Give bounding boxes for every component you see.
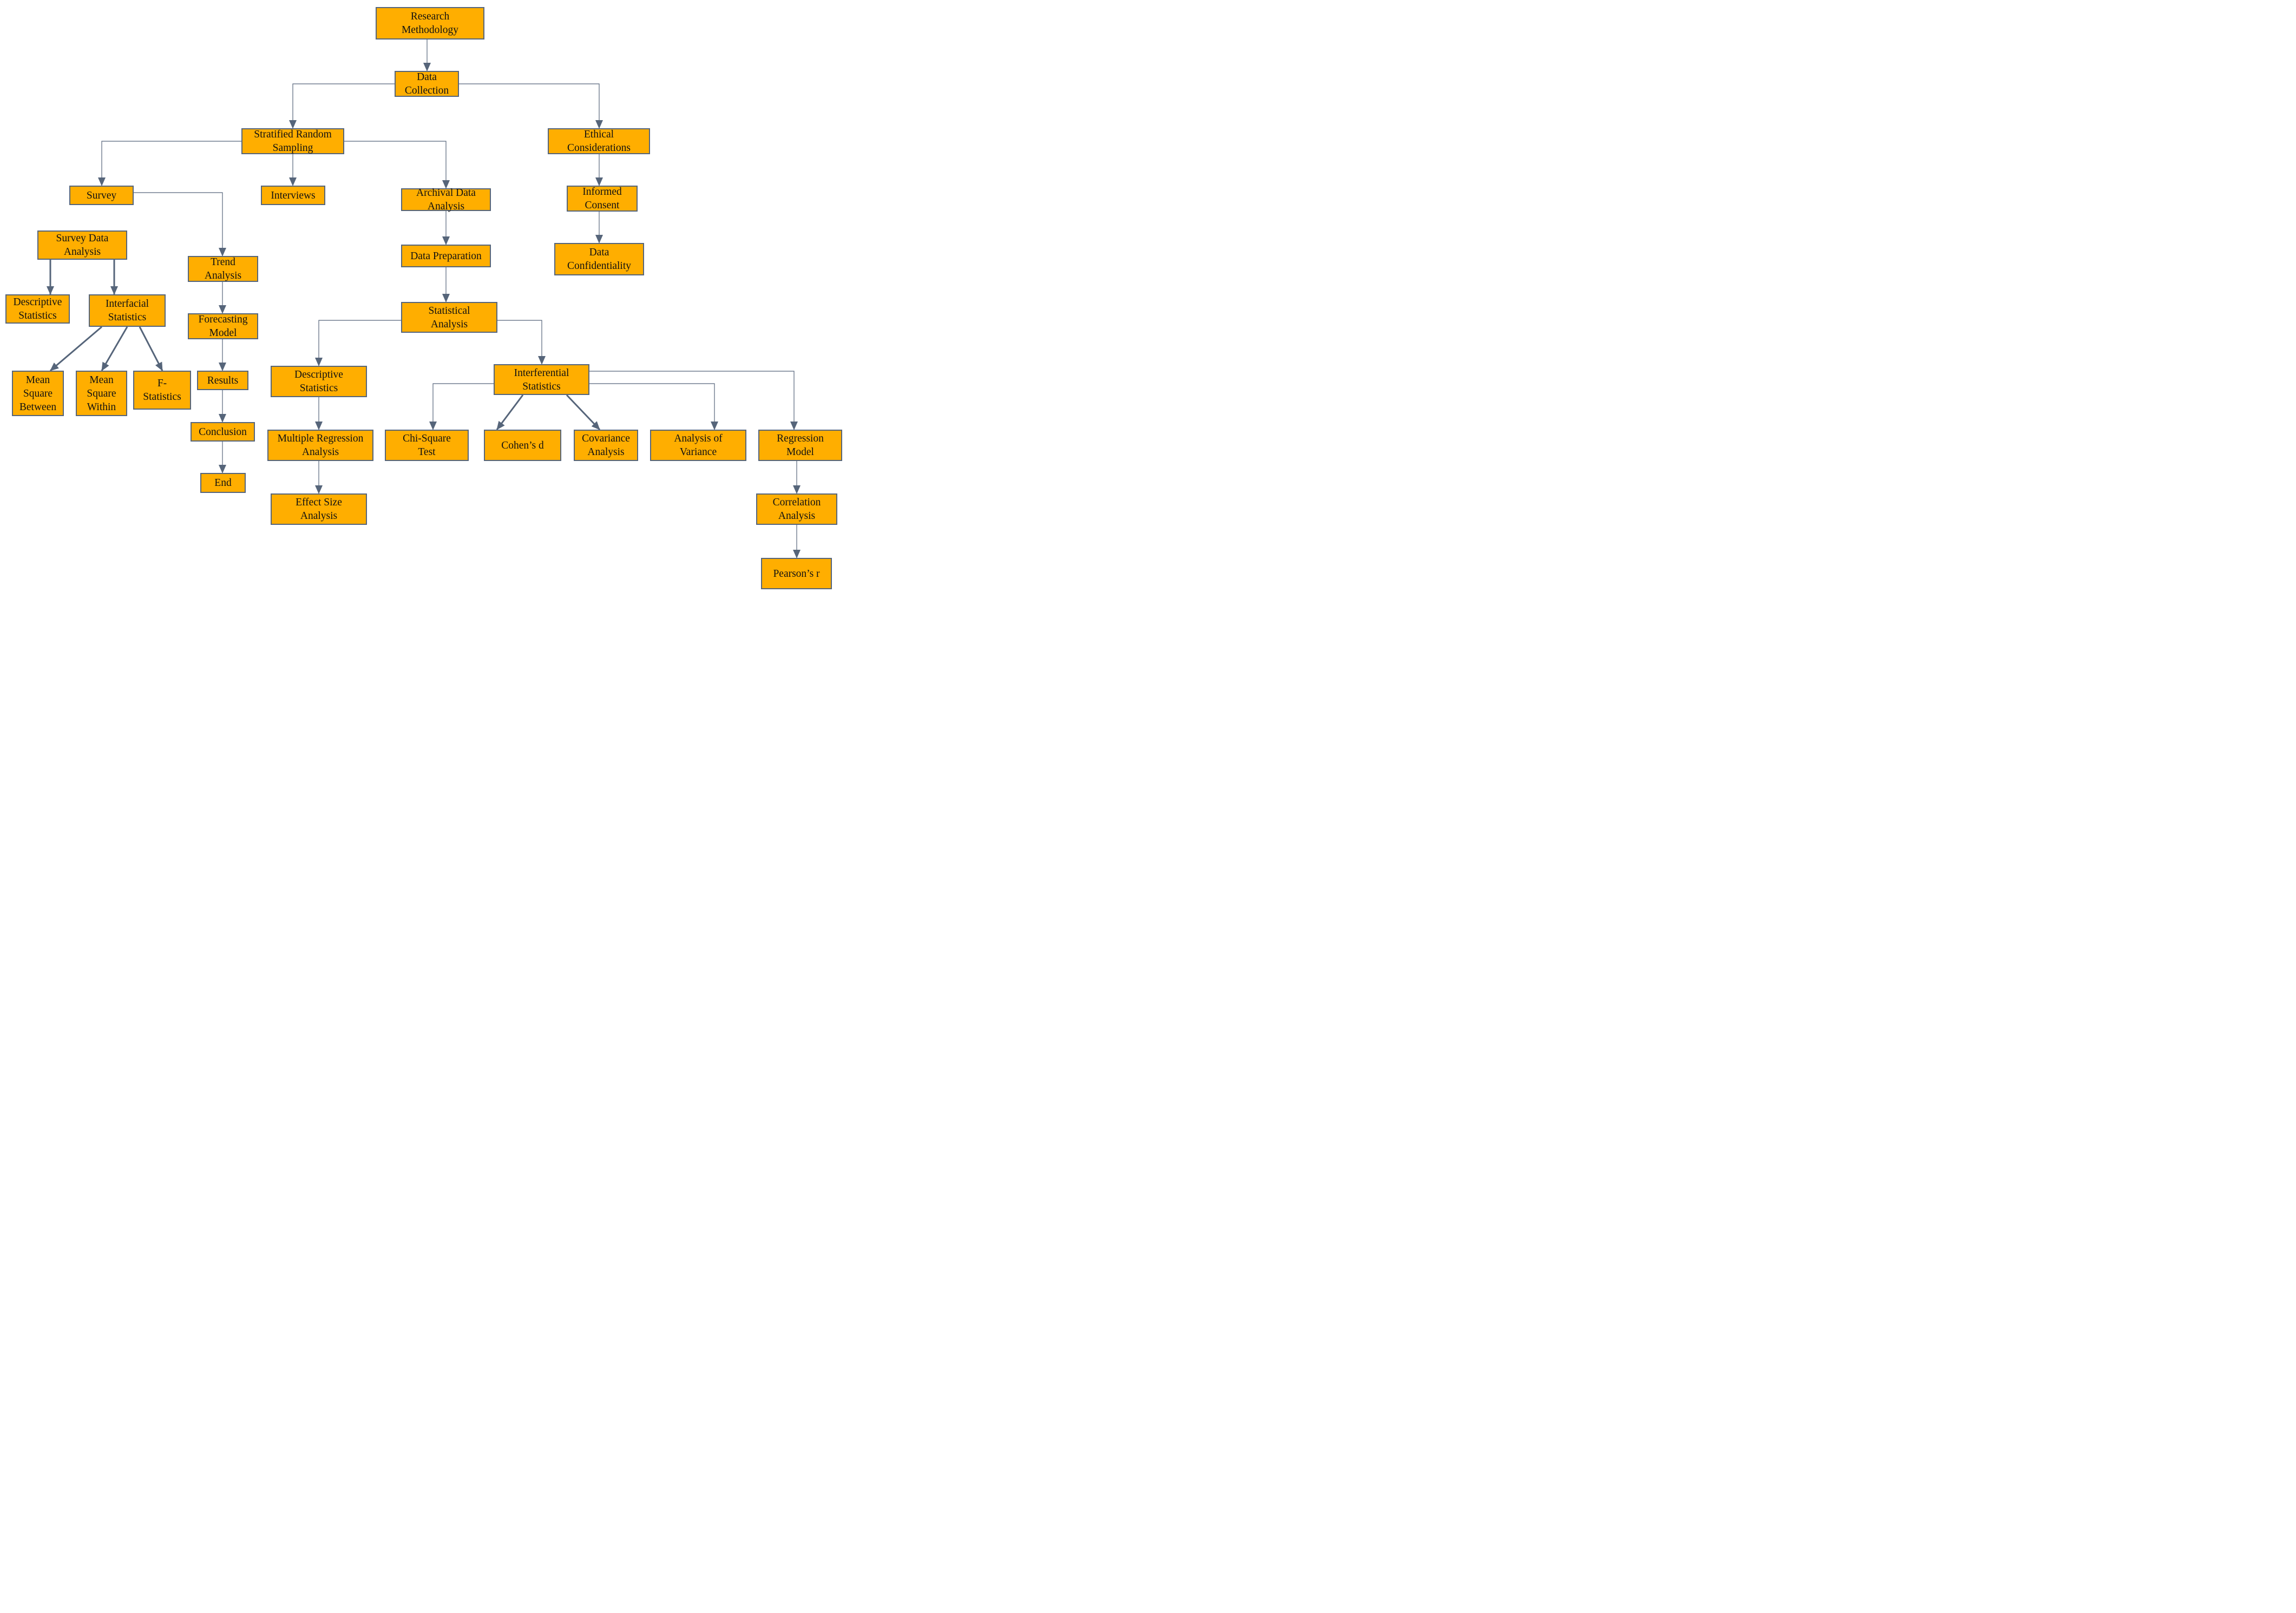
node-effect-size-analysis: Effect Size Analysis bbox=[271, 493, 367, 525]
node-mean-square-between: Mean Square Between bbox=[12, 371, 64, 416]
node-pearsons-r: Pearson’s r bbox=[761, 558, 832, 589]
node-informed-consent: Informed Consent bbox=[567, 186, 638, 212]
node-survey: Survey bbox=[69, 186, 134, 205]
node-data-collection: Data Collection bbox=[395, 71, 459, 97]
node-descriptive-statistics-survey: Descriptive Statistics bbox=[5, 294, 70, 324]
node-f-statistics: F- Statistics bbox=[133, 371, 191, 410]
connector-interferential-statistics-to-cohens-d bbox=[496, 394, 524, 430]
connector-interferential-statistics-to-regression-model bbox=[589, 371, 798, 430]
connector-interferential-statistics-to-analysis-of-variance bbox=[589, 383, 718, 430]
node-end: End bbox=[200, 473, 246, 493]
connector-interfacial-statistics-to-mean-square-between bbox=[50, 326, 102, 372]
node-forecasting-model: Forecasting Model bbox=[188, 313, 258, 339]
node-archival-data-analysis: Archival Data Analysis bbox=[401, 187, 491, 212]
node-analysis-of-variance: Analysis of Variance bbox=[650, 430, 746, 461]
connector-data-collection-to-ethical-considerations bbox=[459, 83, 603, 129]
node-mean-square-within: Mean Square Within bbox=[76, 371, 127, 416]
connector-statistical-analysis-to-descriptive-statistics-archival bbox=[315, 320, 401, 366]
connector-statistical-analysis-to-interferential-statistics bbox=[497, 320, 546, 365]
node-interfacial-statistics: Interfacial Statistics bbox=[89, 294, 166, 327]
node-results: Results bbox=[197, 371, 248, 390]
node-interviews: Interviews bbox=[261, 186, 325, 205]
connector-layer bbox=[47, 39, 801, 558]
connector-interferential-statistics-to-chi-square-test bbox=[429, 383, 494, 430]
connector-survey-to-trend-analysis bbox=[134, 192, 226, 256]
methodology-flowchart: Research Methodology Data Collection Str… bbox=[0, 0, 848, 596]
connector-stratified-random-sampling-to-survey bbox=[98, 141, 241, 186]
node-ethical-considerations: Ethical Considerations bbox=[548, 128, 650, 154]
connector-stratified-random-sampling-to-archival-data-analysis bbox=[344, 141, 450, 189]
node-trend-analysis: Trend Analysis bbox=[188, 256, 258, 282]
connector-interferential-statistics-to-covariance-analysis bbox=[566, 394, 601, 431]
node-chi-square-test: Chi-Square Test bbox=[385, 430, 469, 461]
node-interferential-statistics: Interferential Statistics bbox=[494, 364, 589, 395]
node-multiple-regression-analysis: Multiple Regression Analysis bbox=[267, 430, 373, 461]
node-correlation-analysis: Correlation Analysis bbox=[756, 493, 837, 525]
node-data-preparation: Data Preparation bbox=[401, 245, 491, 267]
node-stratified-random-sampling: Stratified Random Sampling bbox=[241, 128, 344, 154]
connector-interfacial-statistics-to-mean-square-within bbox=[101, 326, 128, 371]
node-conclusion: Conclusion bbox=[191, 422, 255, 442]
node-research-methodology: Research Methodology bbox=[376, 7, 484, 39]
node-data-confidentiality: Data Confidentiality bbox=[554, 243, 644, 275]
node-regression-model: Regression Model bbox=[758, 430, 842, 461]
node-descriptive-statistics-archival: Descriptive Statistics bbox=[271, 366, 367, 397]
node-statistical-analysis: Statistical Analysis bbox=[401, 302, 497, 333]
connector-interfacial-statistics-to-f-statistics bbox=[139, 326, 163, 371]
node-cohens-d: Cohen’s d bbox=[484, 430, 561, 461]
node-covariance-analysis: Covariance Analysis bbox=[574, 430, 638, 461]
node-survey-data-analysis: Survey Data Analysis bbox=[37, 231, 127, 260]
connector-data-collection-to-stratified-random-sampling bbox=[289, 83, 395, 129]
